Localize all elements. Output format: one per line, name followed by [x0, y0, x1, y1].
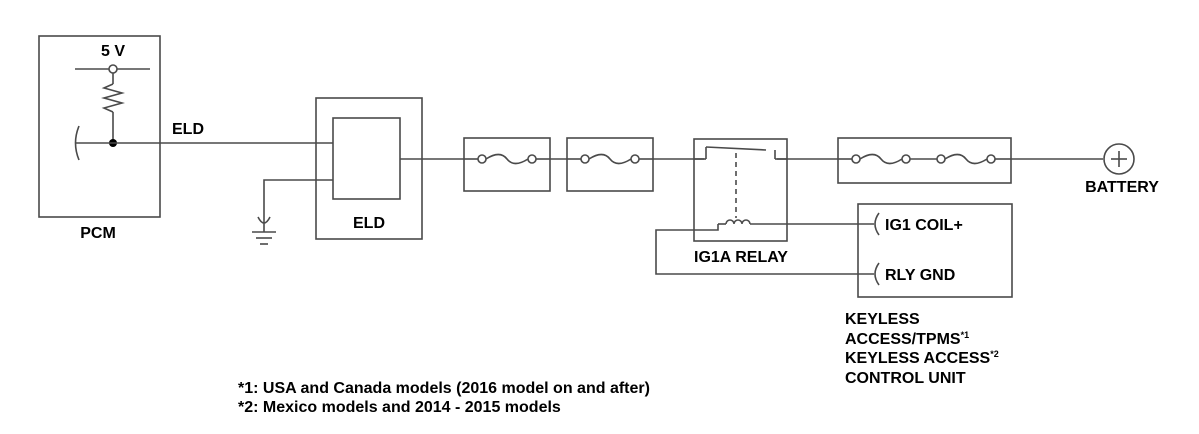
rly-gnd-wire [655, 224, 874, 275]
fuse-3-terminal-a [851, 154, 861, 164]
fuse-1-terminal-a [477, 154, 487, 164]
pcm-block: 5 V PCM [38, 35, 161, 242]
eld-signal-label: ELD [172, 121, 204, 138]
ig1-coil-label: IG1 COIL+ [885, 217, 963, 234]
ground-wire [263, 179, 333, 223]
pcm-voltage-label: 5 V [101, 43, 125, 60]
rly-gnd-connector-symbol [874, 262, 880, 286]
fuse-2-terminal-a [580, 154, 590, 164]
fuse-1-element [485, 153, 529, 165]
fuse-2-box [566, 137, 654, 192]
fuse-3-element-b [944, 153, 988, 165]
fuse-3-element-a [859, 153, 903, 165]
control-unit-label-line1: KEYLESS [845, 311, 920, 328]
footnote-ref-1: *1 [961, 330, 970, 340]
eld-inner-box [332, 117, 401, 200]
fuse-3-terminal-c [936, 154, 946, 164]
pcm-5v-terminal [108, 64, 118, 74]
footnote-2: *2: Mexico models and 2014 - 2015 models [238, 399, 561, 416]
relay-label: IG1A RELAY [694, 249, 788, 266]
battery: BATTERY [1085, 143, 1159, 196]
control-unit-label-line4: CONTROL UNIT [845, 370, 966, 387]
fuse-3 [837, 137, 1012, 184]
fuse-2 [566, 137, 654, 192]
fuse-1-box [463, 137, 551, 192]
control-unit-label-line2: ACCESS/TPMS*1 [845, 330, 969, 348]
pcm-box [38, 35, 161, 218]
relay-box [693, 138, 788, 242]
eld-label: ELD [353, 215, 385, 232]
relay-contact-arm [705, 146, 767, 151]
control-unit-box [857, 203, 1013, 298]
eld-ground [252, 179, 333, 245]
pcm-label: PCM [80, 225, 116, 242]
footnote-1: *1: USA and Canada models (2016 model on… [238, 380, 650, 397]
eld-outer-box [315, 97, 423, 240]
pcm-pullup-resistor [101, 83, 125, 113]
relay-coil [725, 219, 751, 225]
ig1a-relay: IG1A RELAY [693, 138, 788, 266]
keyless-control-unit: IG1 COIL+ RLY GND KEYLESS ACCESS/TPMS*1 … [845, 203, 1013, 387]
fuse-3-box [837, 137, 1012, 184]
fuse-1-terminal-b [527, 154, 537, 164]
fuse-2-element [588, 153, 632, 165]
fuse-3-terminal-d [986, 154, 996, 164]
ig1-coil-connector-symbol [874, 212, 880, 236]
footnote-ref-2: *2 [990, 349, 999, 359]
fuse-3-terminal-b [901, 154, 911, 164]
rly-gnd-label: RLY GND [885, 267, 955, 284]
battery-label: BATTERY [1085, 179, 1159, 196]
fuse-2-terminal-b [630, 154, 640, 164]
fuse-1 [463, 137, 551, 192]
control-unit-label-line3: KEYLESS ACCESS*2 [845, 349, 999, 367]
eld-unit: ELD [315, 97, 423, 240]
